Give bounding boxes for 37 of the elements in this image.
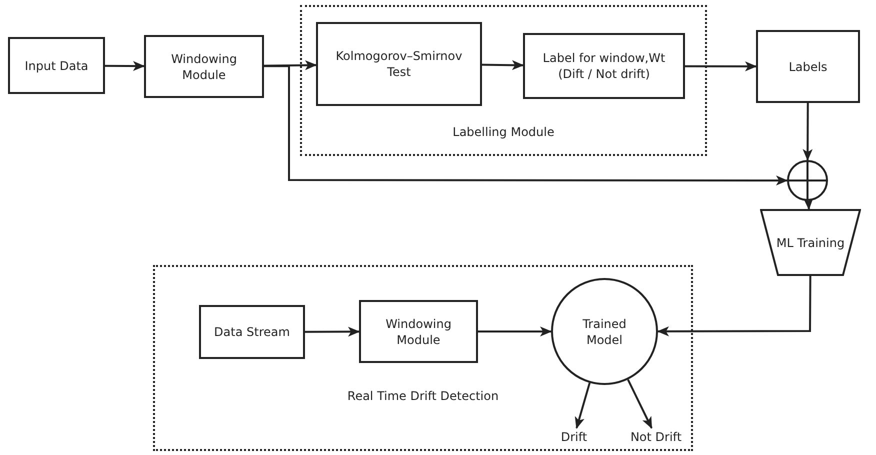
node-label: Data Stream xyxy=(213,324,291,340)
output-label: Not Drift xyxy=(628,428,684,446)
arrow xyxy=(305,326,360,337)
node-label: Trained Model xyxy=(582,316,628,348)
node-label: Kolmogorov–Smirnov Test xyxy=(334,48,464,80)
process-box xyxy=(359,300,478,363)
arrow xyxy=(627,379,652,429)
model-circle xyxy=(551,278,658,385)
arrow xyxy=(482,60,524,70)
process-box xyxy=(756,30,860,103)
arrow xyxy=(574,382,591,429)
arrow xyxy=(264,60,317,70)
arrow xyxy=(478,326,552,336)
node-label: Label for window,Wt (Dift / Not drift) xyxy=(542,50,666,82)
group-label: Labelling Module xyxy=(452,125,556,139)
node-label: Labels xyxy=(788,58,828,74)
arrow xyxy=(105,61,145,72)
arrow xyxy=(264,65,788,186)
node-label: Input Data xyxy=(24,58,90,74)
node-label: Windowing Module xyxy=(170,50,238,82)
output-label: Drift xyxy=(556,428,592,446)
process-box xyxy=(199,305,305,359)
summing-junction-symbol xyxy=(787,160,828,201)
group-label: Real Time Drift Detection xyxy=(346,389,500,403)
arrow xyxy=(657,276,812,336)
node-label: ML Training xyxy=(775,234,846,250)
process-box xyxy=(523,33,685,99)
arrow xyxy=(802,103,813,161)
dotted-group-box xyxy=(153,265,693,451)
arrow xyxy=(685,61,757,72)
process-box xyxy=(144,35,264,98)
training-trapezoid xyxy=(760,209,861,276)
node-label: Windowing Module xyxy=(384,316,452,348)
process-box xyxy=(316,22,482,106)
arrow xyxy=(803,198,814,210)
process-box xyxy=(8,37,105,94)
dotted-group-box xyxy=(300,5,707,156)
